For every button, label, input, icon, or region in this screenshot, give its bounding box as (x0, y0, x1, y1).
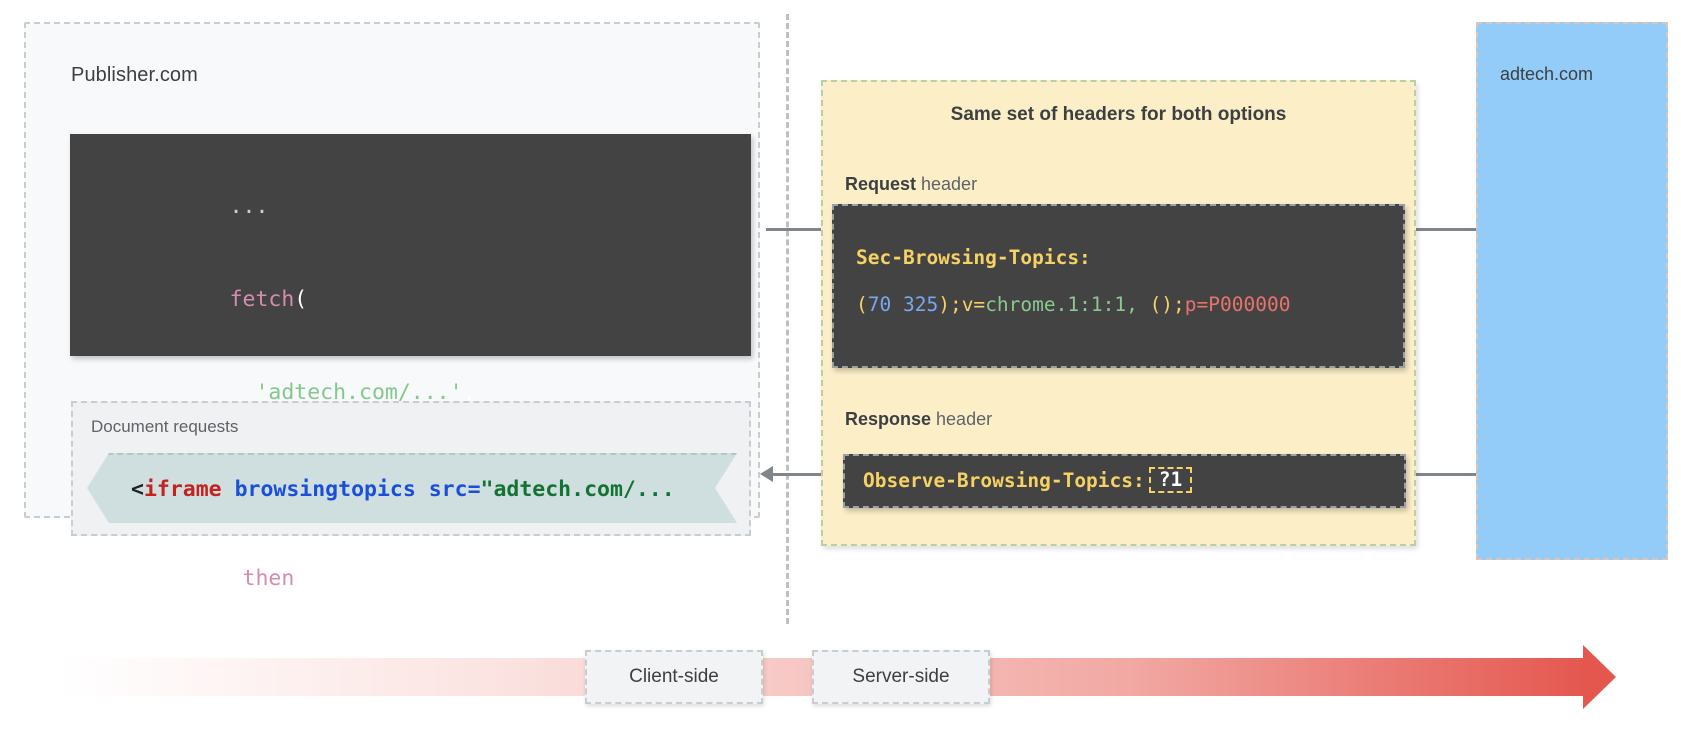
fetch-code-block: ... fetch( 'adtech.com/...', {browsingTo… (70, 134, 751, 684)
response-header-name: Observe-Browsing-Topics: (863, 468, 1145, 492)
publisher-container: Publisher.com ... fetch( 'adtech.com/...… (24, 22, 760, 684)
code-token: iframe (143, 476, 222, 502)
response-header-code-block: Observe-Browsing-Topics:?1 (843, 454, 1406, 508)
request-header-value: (70 325);v=chrome.1:1:1, ();p=P000000 (856, 293, 1290, 316)
arrow-adtech-to-response (1404, 473, 1494, 476)
document-requests-container: Document requests <iframe browsingtopics… (71, 401, 751, 536)
request-header-code-block: Sec-Browsing-Topics: (70 325);v=chrome.1… (832, 204, 1405, 368)
headers-panel-title: Same set of headers for both options (950, 104, 1287, 125)
request-header-label: Request header (845, 174, 977, 195)
arrow-request-to-adtech (1404, 228, 1494, 231)
code-token: chrome.1:1:1, (985, 293, 1138, 316)
code-token: 'adtech.com/...' (229, 380, 463, 405)
code-token: (...) (294, 566, 360, 591)
code-line: .then(...) (70, 532, 751, 625)
client-side-chip: Client-side (585, 650, 763, 704)
code-token (1138, 293, 1150, 316)
code-token: fetch (229, 287, 295, 312)
iframe-snippet-code: <iframe browsingtopics src="adtech.com/.… (87, 477, 675, 502)
request-header-label-strong: Request (845, 174, 917, 194)
publisher-label: Publisher.com (71, 64, 198, 86)
request-header-label-rest: header (916, 174, 978, 194)
code-token: 70 325 (867, 293, 939, 316)
code-token: ( (294, 287, 308, 312)
code-token: ( (856, 293, 868, 316)
response-header-value: ?1 (1148, 466, 1193, 494)
client-server-divider (786, 14, 789, 624)
code-line: fetch( (70, 253, 751, 346)
adtech-label: adtech.com (1500, 64, 1594, 84)
code-token: ; (1173, 293, 1185, 316)
code-token: "adtech.com/... (480, 476, 675, 502)
document-requests-label: Document requests (91, 417, 239, 436)
iframe-snippet-chip: <iframe browsingtopics src="adtech.com/.… (87, 453, 737, 523)
code-token: ... (229, 194, 269, 219)
code-token: < (131, 476, 144, 502)
response-header-label: Response header (845, 409, 992, 430)
arrow-response-to-publisher (765, 473, 841, 476)
code-token: then (242, 566, 295, 591)
server-side-chip: Server-side (812, 650, 990, 704)
request-header-name: Sec-Browsing-Topics: (856, 246, 1091, 269)
code-token: , (462, 380, 476, 405)
code-line: ... (70, 160, 751, 253)
arrowhead-left-icon (760, 466, 773, 482)
code-token: . (229, 566, 243, 591)
code-token: ) (938, 293, 950, 316)
code-token: browsingtopics src= (221, 476, 481, 502)
code-token: ;v= (949, 293, 986, 316)
code-line: 'adtech.com/...', (70, 346, 751, 439)
code-token: () (1149, 293, 1174, 316)
response-header-label-strong: Response (845, 409, 932, 429)
arrow-publisher-to-request (766, 228, 836, 231)
adtech-container: adtech.com (1476, 22, 1668, 560)
timeline-arrowhead-icon (1583, 645, 1616, 709)
response-header-label-rest: header (931, 409, 993, 429)
code-token: p=P000000 (1184, 293, 1291, 316)
response-header-name-wrap: Observe-Browsing-Topics:?1 (845, 466, 1193, 495)
